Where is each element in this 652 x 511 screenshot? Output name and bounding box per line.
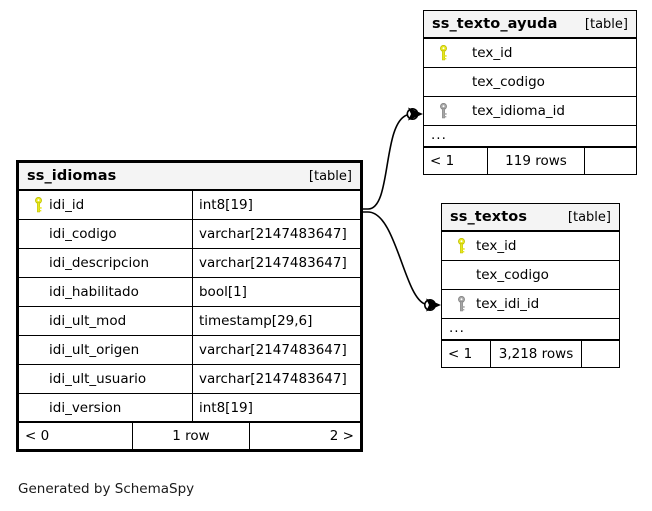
- more-columns-row: ...: [442, 319, 619, 341]
- foreign-key-icon: [450, 296, 472, 312]
- primary-key-icon: [450, 238, 472, 254]
- child-count[interactable]: [585, 148, 636, 174]
- column-type: bool[1]: [191, 278, 360, 306]
- connector-endpoint-circle-textos: [423, 298, 436, 311]
- table-row[interactable]: tex_idioma_id: [424, 97, 636, 126]
- table-header-ss-texto-ayuda: ss_texto_ayuda [table]: [424, 11, 636, 39]
- generated-by-caption: Generated by SchemaSpy: [18, 481, 195, 497]
- column-type: timestamp[29,6]: [191, 307, 360, 335]
- table-row[interactable]: tex_id: [424, 39, 636, 68]
- column-name-cell: tex_id: [442, 232, 619, 260]
- parent-count[interactable]: < 1: [430, 153, 455, 169]
- column-name-cell: idi_codigo: [19, 220, 192, 248]
- column-name: tex_id: [476, 238, 517, 254]
- parent-count[interactable]: < 1: [448, 346, 473, 362]
- table-footer-ss-texto-ayuda: < 1 119 rows: [424, 148, 636, 174]
- table-type-tag: [table]: [308, 168, 352, 184]
- connector-path-textos: [362, 211, 426, 305]
- table-ss-texto-ayuda[interactable]: ss_texto_ayuda [table] tex_id: [423, 10, 637, 175]
- connector-arrowhead-texto-ayuda: [408, 107, 423, 121]
- column-name: idi_id: [49, 197, 85, 213]
- column-name-cell: tex_codigo: [442, 261, 619, 289]
- table-row[interactable]: idi_ult_usuario varchar[2147483647]: [19, 365, 360, 394]
- row-count: 119 rows: [487, 148, 585, 174]
- column-name-cell: tex_idi_id: [442, 290, 619, 318]
- column-name: tex_codigo: [472, 74, 545, 90]
- column-name-cell: idi_id: [19, 191, 192, 219]
- table-title: ss_idiomas: [27, 168, 117, 184]
- table-ss-textos[interactable]: ss_textos [table] tex_id: [441, 203, 620, 368]
- connector-endpoint-circle-texto-ayuda: [406, 108, 419, 121]
- table-row[interactable]: idi_id int8[19]: [19, 191, 360, 220]
- column-name: idi_habilitado: [49, 284, 139, 300]
- table-row[interactable]: idi_descripcion varchar[2147483647]: [19, 249, 360, 278]
- column-type: int8[19]: [191, 394, 360, 421]
- column-name-cell: idi_descripcion: [19, 249, 192, 277]
- ellipsis-label: ...: [431, 127, 447, 144]
- table-row[interactable]: idi_codigo varchar[2147483647]: [19, 220, 360, 249]
- table-row[interactable]: idi_version int8[19]: [19, 394, 360, 423]
- table-ss-idiomas[interactable]: ss_idiomas [table] idi_id int8[19]: [16, 160, 363, 452]
- column-type: varchar[2147483647]: [191, 220, 360, 248]
- table-header-ss-idiomas: ss_idiomas [table]: [19, 163, 360, 191]
- column-name-cell: idi_ult_origen: [19, 336, 192, 364]
- row-count: 1 row: [132, 423, 250, 449]
- table-row[interactable]: tex_id: [442, 232, 619, 261]
- column-name: idi_codigo: [49, 226, 117, 242]
- column-name-cell: idi_ult_usuario: [19, 365, 192, 393]
- primary-key-icon: [432, 45, 454, 61]
- ellipsis-label: ...: [449, 320, 465, 337]
- column-name: idi_version: [49, 399, 122, 416]
- column-type: varchar[2147483647]: [191, 249, 360, 277]
- more-columns-row: ...: [424, 126, 636, 148]
- child-count[interactable]: [582, 341, 619, 367]
- column-name: tex_codigo: [476, 267, 549, 283]
- table-row[interactable]: tex_codigo: [442, 261, 619, 290]
- table-footer-ss-idiomas: < 0 1 row 2 >: [19, 423, 360, 449]
- column-name-cell: idi_version: [19, 394, 192, 421]
- column-name: tex_id: [472, 45, 513, 61]
- table-row[interactable]: idi_habilitado bool[1]: [19, 278, 360, 307]
- table-header-ss-textos: ss_textos [table]: [442, 204, 619, 232]
- column-name: tex_idioma_id: [472, 103, 565, 119]
- column-type: int8[19]: [191, 191, 360, 219]
- column-name: idi_ult_origen: [49, 342, 140, 358]
- column-name-cell: tex_idioma_id: [424, 97, 636, 125]
- row-count: 3,218 rows: [490, 341, 582, 367]
- column-name: idi_descripcion: [49, 255, 150, 271]
- column-name: idi_ult_mod: [49, 313, 127, 329]
- table-row[interactable]: tex_idi_id: [442, 290, 619, 319]
- table-type-tag: [table]: [584, 16, 628, 32]
- table-row[interactable]: idi_ult_mod timestamp[29,6]: [19, 307, 360, 336]
- connector-arrowhead-textos: [426, 298, 441, 312]
- table-row[interactable]: idi_ult_origen varchar[2147483647]: [19, 336, 360, 365]
- parent-count[interactable]: < 0: [25, 428, 50, 444]
- table-title: ss_texto_ayuda: [432, 16, 558, 32]
- table-row[interactable]: tex_codigo: [424, 68, 636, 97]
- column-name-cell: tex_id: [424, 39, 636, 67]
- primary-key-icon: [27, 197, 49, 213]
- foreign-key-icon: [432, 103, 454, 119]
- column-name: tex_idi_id: [476, 296, 540, 312]
- column-name-cell: tex_codigo: [424, 68, 636, 96]
- connector-path-texto-ayuda: [362, 114, 408, 210]
- column-name-cell: idi_ult_mod: [19, 307, 192, 335]
- table-footer-ss-textos: < 1 3,218 rows: [442, 341, 619, 367]
- column-name-cell: idi_habilitado: [19, 278, 192, 306]
- table-type-tag: [table]: [567, 209, 611, 225]
- table-title: ss_textos: [450, 209, 528, 225]
- column-name: idi_ult_usuario: [49, 371, 147, 387]
- column-type: varchar[2147483647]: [191, 336, 360, 364]
- column-type: varchar[2147483647]: [191, 365, 360, 393]
- child-count[interactable]: 2 >: [329, 428, 354, 444]
